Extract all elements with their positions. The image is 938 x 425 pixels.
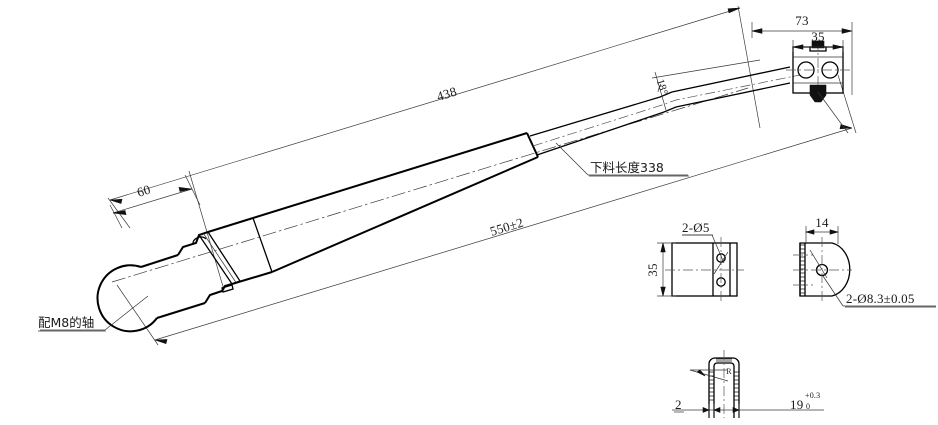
main-view bbox=[40, 5, 857, 346]
hole-slash bbox=[809, 249, 828, 279]
label-radius: R bbox=[726, 367, 732, 376]
label-note-blank: 下料长度338 bbox=[590, 160, 664, 175]
leader-2-phi83 bbox=[822, 275, 936, 307]
label-35-detail: 35 bbox=[645, 263, 660, 276]
main-centerline bbox=[111, 87, 749, 283]
dimension-73 bbox=[751, 22, 853, 95]
angle-18-annotation bbox=[651, 59, 761, 111]
label-note-m8: 配M8的轴 bbox=[38, 315, 94, 330]
bent-rod bbox=[529, 66, 801, 156]
dimension-35-bracket bbox=[792, 40, 844, 52]
tapered-body bbox=[252, 132, 539, 273]
witness-line-fork bbox=[188, 170, 225, 291]
leader-2-phi5-slash bbox=[713, 251, 729, 275]
label-2-phi83: 2-Ø8.3±0.05 bbox=[846, 291, 915, 306]
leader-bracket bbox=[817, 91, 849, 134]
label-2-phi83-group: 2-Ø8.3±0.05 bbox=[845, 291, 936, 308]
detail-view-left bbox=[657, 234, 744, 303]
label-18deg: 18° bbox=[654, 78, 670, 97]
leader-m8-note bbox=[40, 295, 149, 331]
label-19: 19 bbox=[790, 397, 803, 412]
label-2-group: 2 bbox=[674, 397, 684, 413]
dimension-35-detail bbox=[657, 242, 676, 297]
label-14: 14 bbox=[815, 215, 829, 230]
label-2-phi5-group: 2-Ø5 bbox=[682, 220, 713, 236]
dimension-60 bbox=[109, 174, 201, 229]
label-438: 438 bbox=[435, 84, 459, 104]
leader-blank-length bbox=[555, 142, 688, 176]
dimension-14 bbox=[804, 226, 840, 244]
dimension-550 bbox=[116, 74, 857, 346]
leader-radius bbox=[689, 369, 729, 382]
label-60: 60 bbox=[135, 182, 152, 200]
note-blank-group: 下料长度338 bbox=[589, 160, 689, 177]
label-73: 73 bbox=[795, 13, 808, 28]
end-bracket bbox=[786, 40, 852, 103]
label-2-phi5: 2-Ø5 bbox=[682, 220, 710, 235]
label-2: 2 bbox=[675, 397, 682, 412]
inner-sleeve bbox=[197, 231, 241, 285]
label-19-group: 19 +0.3 0 bbox=[790, 391, 820, 412]
dimension-438 bbox=[107, 5, 761, 229]
shank-section bbox=[207, 217, 273, 285]
detail-view-right bbox=[793, 226, 936, 307]
label-19-tol-lower: 0 bbox=[806, 402, 810, 411]
label-35-bracket: 35 bbox=[811, 29, 824, 44]
note-m8-group: 配M8的轴 bbox=[38, 315, 106, 332]
section-hatch bbox=[799, 243, 806, 296]
label-550: 550±2 bbox=[488, 215, 525, 239]
label-19-tol-upper: +0.3 bbox=[805, 391, 820, 400]
detail-view-bottom bbox=[672, 350, 824, 418]
